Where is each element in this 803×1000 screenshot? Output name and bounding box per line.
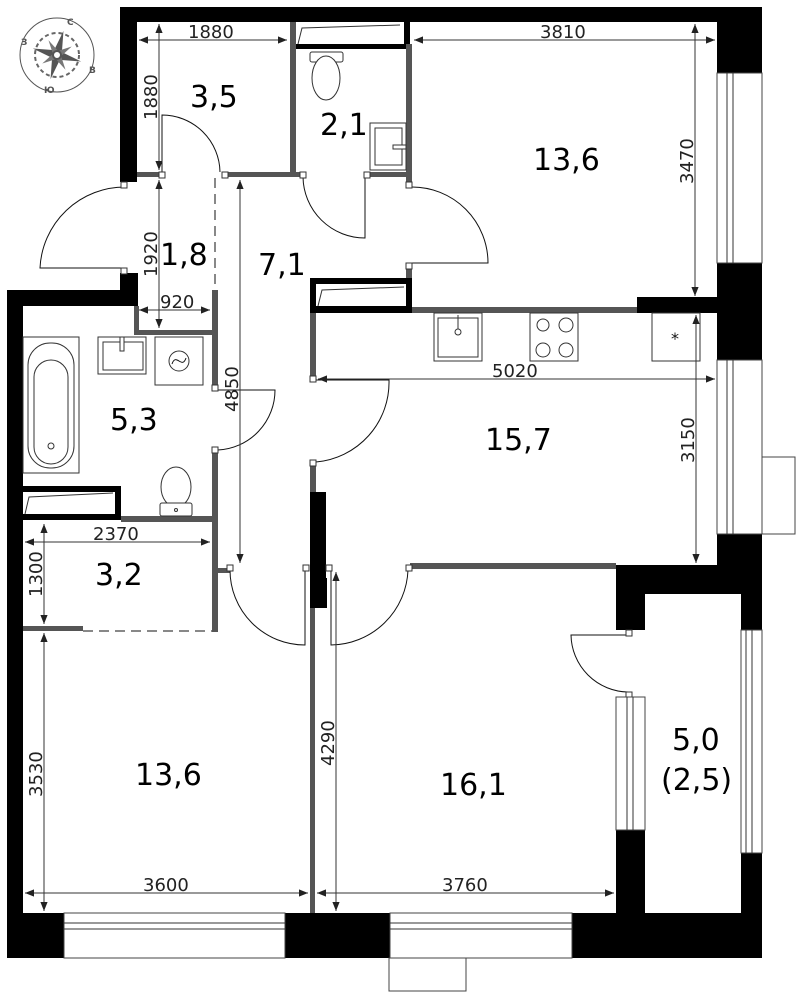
- ventilation-icon: *: [651, 312, 701, 362]
- room-area-wardrobe: 3,5: [190, 80, 238, 115]
- dim-storage-width: 2370: [93, 524, 139, 545]
- svg-text:*: *: [671, 329, 679, 348]
- windows: [63, 72, 796, 992]
- kitchen-sink-icon: [433, 312, 483, 362]
- dim-hallway-length: 4850: [222, 366, 243, 412]
- dim-storage-height: 1300: [26, 551, 47, 597]
- room-area-bathroom: 5,3: [110, 403, 158, 438]
- sink-icon: [369, 122, 407, 171]
- dim-wardrobe-height: 1880: [141, 74, 162, 120]
- exterior-walls: [7, 7, 762, 958]
- compass-south-label: Ю: [44, 86, 55, 96]
- room-area-bedroom-top: 13,6: [533, 143, 600, 178]
- bathroom-sink-icon: [97, 336, 147, 375]
- bathroom-toilet-icon: [159, 466, 193, 517]
- dim-bedroom-top-height: 3470: [677, 138, 698, 184]
- compass-west-label: З: [21, 38, 27, 48]
- dim-kitchen-height: 3150: [678, 417, 699, 463]
- dimension-lines: [25, 24, 715, 911]
- dim-living-width: 3760: [442, 875, 488, 896]
- washing-machine-icon: [154, 336, 204, 386]
- bathtub-icon: [22, 336, 80, 474]
- dim-bedroom-top-width: 3810: [540, 22, 586, 43]
- room-area-balcony: 5,0: [672, 723, 720, 758]
- cabinet-outline: [317, 286, 405, 307]
- dim-bedroom-bottom-height: 3530: [26, 751, 47, 797]
- room-area-bedroom-bottom: 13,6: [135, 758, 202, 793]
- room-area-hallway: 7,1: [258, 248, 306, 283]
- room-area-kitchen: 15,7: [485, 423, 552, 458]
- dim-bedroom-bottom-width: 3600: [143, 875, 189, 896]
- room-area-vestibule: 1,8: [160, 238, 208, 273]
- room-area-living: 16,1: [440, 768, 507, 803]
- toilet-icon: [309, 51, 344, 101]
- dim-vestibule-height: 1920: [141, 231, 162, 277]
- room-area-wc: 2,1: [320, 108, 368, 143]
- dim-vestibule-width: 920: [160, 292, 194, 313]
- dim-living-height: 4290: [318, 720, 339, 766]
- doors: [39, 114, 633, 699]
- compass-east-label: В: [89, 66, 96, 76]
- room-area-balcony-reduced: (2,5): [661, 763, 732, 798]
- compass-north-label: С: [67, 18, 74, 28]
- compass-rose-icon: С В Ю З: [19, 17, 96, 96]
- cabinet-outline: [297, 24, 401, 45]
- interior-walls: [23, 22, 637, 913]
- cabinet-outline: [24, 492, 114, 515]
- dim-wardrobe-width: 1880: [188, 22, 234, 43]
- room-area-storage: 3,2: [95, 558, 143, 593]
- stove-icon: [529, 312, 579, 362]
- dim-kitchen-width: 5020: [492, 361, 538, 382]
